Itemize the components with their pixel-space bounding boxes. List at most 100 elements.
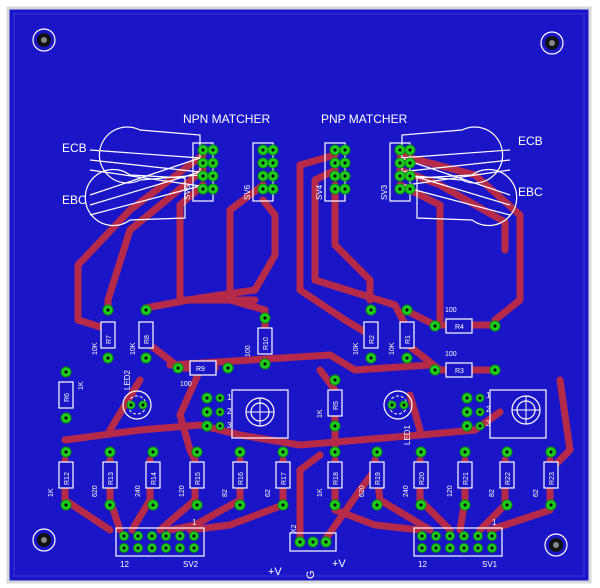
- pad-drill-hole: [205, 424, 209, 428]
- resistor-name-label: R19: [375, 472, 382, 485]
- pad-drill-hole: [201, 187, 205, 191]
- pad-drill-hole: [465, 410, 469, 414]
- resistor-value-label: 620: [92, 485, 99, 497]
- pad-drill-hole: [164, 534, 168, 538]
- led1-label: LED1: [403, 424, 412, 445]
- pad-drill-hole: [195, 450, 199, 454]
- pad-drill-hole: [505, 450, 509, 454]
- r-npn-2-value: 10K: [130, 342, 137, 355]
- pad-drill-hole: [343, 161, 347, 165]
- pad-drill-hole: [390, 403, 394, 407]
- r-npn-1-value: 10K: [92, 342, 99, 355]
- sv2-label: SV2: [183, 560, 199, 569]
- pot-pnp-pin2: 2: [486, 405, 491, 414]
- resistor-name-label: R14: [151, 472, 158, 485]
- pad-drill-hole: [281, 503, 285, 507]
- pad-drill-hole: [405, 356, 409, 360]
- r-npn-4-value: 100: [180, 381, 192, 388]
- pad-drill-hole: [263, 316, 267, 320]
- pad-drill-hole: [398, 174, 402, 178]
- led2-label: LED2: [123, 369, 132, 390]
- pad-drill-hole: [375, 503, 379, 507]
- pad-drill-hole: [333, 503, 337, 507]
- pad-drill-hole: [420, 534, 424, 538]
- supply-gnd: G: [305, 570, 317, 579]
- pad-drill-hole: [144, 356, 148, 360]
- pad-drill-hole: [205, 396, 209, 400]
- pad-drill-hole: [150, 546, 154, 550]
- pad-drill-hole: [64, 416, 68, 420]
- pad-drill-hole: [465, 424, 469, 428]
- pad-drill-hole: [408, 187, 412, 191]
- solder-pads: [60, 144, 557, 553]
- pad-drill-hole: [408, 148, 412, 152]
- resistor-value-label: 120: [179, 485, 186, 497]
- resistor-name-label: R18: [333, 472, 340, 485]
- orientation-ecb-right: ECB: [518, 134, 543, 148]
- pot-pnp-pin1: 1: [486, 391, 491, 400]
- potentiometer-pnp-icon: [511, 395, 541, 425]
- pad-drill-hole: [398, 148, 402, 152]
- pad-drill-hole: [420, 546, 424, 550]
- pad-drill-hole: [238, 503, 242, 507]
- pad-drill-hole: [476, 534, 480, 538]
- pad-drill-hole: [463, 450, 467, 454]
- pad-drill-hole: [211, 187, 215, 191]
- r-pnp-3-value: 100: [445, 307, 457, 314]
- pad-drill-hole: [405, 308, 409, 312]
- pad-drill-hole: [108, 503, 112, 507]
- pad-drill-hole: [333, 424, 337, 428]
- pad-drill-hole: [433, 324, 437, 328]
- resistor-name-label: R16: [238, 472, 245, 485]
- pad-drill-hole: [271, 187, 275, 191]
- pad-drill-hole: [144, 308, 148, 312]
- pad-drill-hole: [176, 366, 180, 370]
- mounting-hole-top-right: [540, 31, 564, 55]
- pad-drill-hole: [465, 396, 469, 400]
- pad-drill-hole: [369, 356, 373, 360]
- sv4-label: SV4: [315, 184, 324, 200]
- pad-drill-hole: [64, 450, 68, 454]
- resistor-name-label: R20: [419, 472, 426, 485]
- pad-drill-hole: [343, 187, 347, 191]
- r-pnp-4-value: 100: [445, 351, 457, 358]
- pad-drill-hole: [490, 546, 494, 550]
- pot-npn-pin3: 3: [227, 421, 232, 430]
- mounting-hole-top-left: [32, 28, 56, 52]
- resistor-value-label: 82: [489, 489, 496, 497]
- resistor-name-label: R21: [463, 472, 470, 485]
- potentiometer-npn-icon: [245, 397, 275, 427]
- pad-drill-hole: [64, 370, 68, 374]
- sv5-label: SV5: [183, 184, 192, 200]
- pad-drill-hole: [434, 534, 438, 538]
- orientation-ebc-right: EBC: [518, 185, 543, 199]
- resistor-name-label: R17: [281, 472, 288, 485]
- r-pnp-5-value: 1K: [317, 409, 324, 418]
- pad-drill-hole: [122, 546, 126, 550]
- pad-drill-hole: [419, 450, 423, 454]
- pad-drill-hole: [151, 450, 155, 454]
- pad-drill-hole: [218, 396, 222, 400]
- pad-drill-hole: [218, 424, 222, 428]
- resistor-name-label: R22: [505, 472, 512, 485]
- pad-drill-hole: [369, 308, 373, 312]
- resistor-value-label: 82: [222, 489, 229, 497]
- pad-drill-hole: [211, 174, 215, 178]
- pad-drill-hole: [192, 546, 196, 550]
- pad-drill-hole: [106, 308, 110, 312]
- resistor-value-label: 1K: [317, 488, 324, 497]
- pad-drill-hole: [398, 187, 402, 191]
- r-npn-3-name: R10: [263, 337, 270, 350]
- pad-drill-hole: [226, 366, 230, 370]
- pad-drill-hole: [311, 540, 315, 544]
- pad-drill-hole: [343, 174, 347, 178]
- pad-drill-hole: [324, 540, 328, 544]
- pad-drill-hole: [408, 174, 412, 178]
- pad-drill-hole: [419, 503, 423, 507]
- resistor-name-label: R23: [549, 472, 556, 485]
- r-npn-3-value: 100: [245, 345, 252, 357]
- pnp-title: PNP MATCHER: [321, 112, 408, 126]
- r-npn-5-name: R6: [64, 393, 71, 402]
- pad-drill-hole: [108, 450, 112, 454]
